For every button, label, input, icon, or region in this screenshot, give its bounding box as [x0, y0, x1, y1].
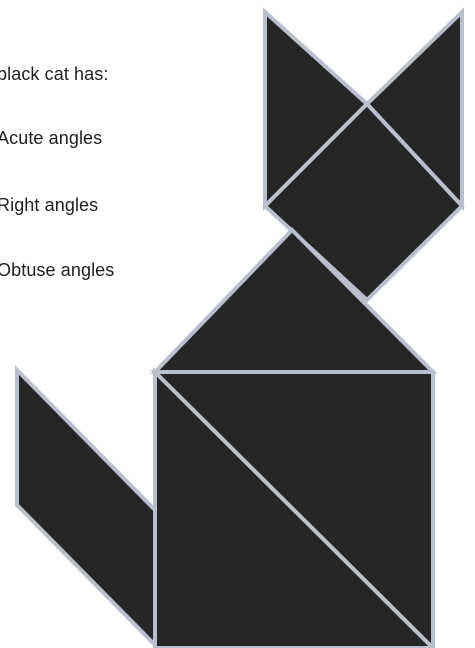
option-right-angles: Right angles: [0, 194, 98, 216]
option-acute-angles: Acute angles: [0, 127, 102, 149]
option-obtuse-angles: Obtuse angles: [0, 259, 114, 281]
question-text: black cat has: Acute angles Right angles…: [0, 0, 260, 300]
cat-tail-parallelogram: [17, 370, 155, 645]
question-title: black cat has:: [0, 63, 108, 85]
